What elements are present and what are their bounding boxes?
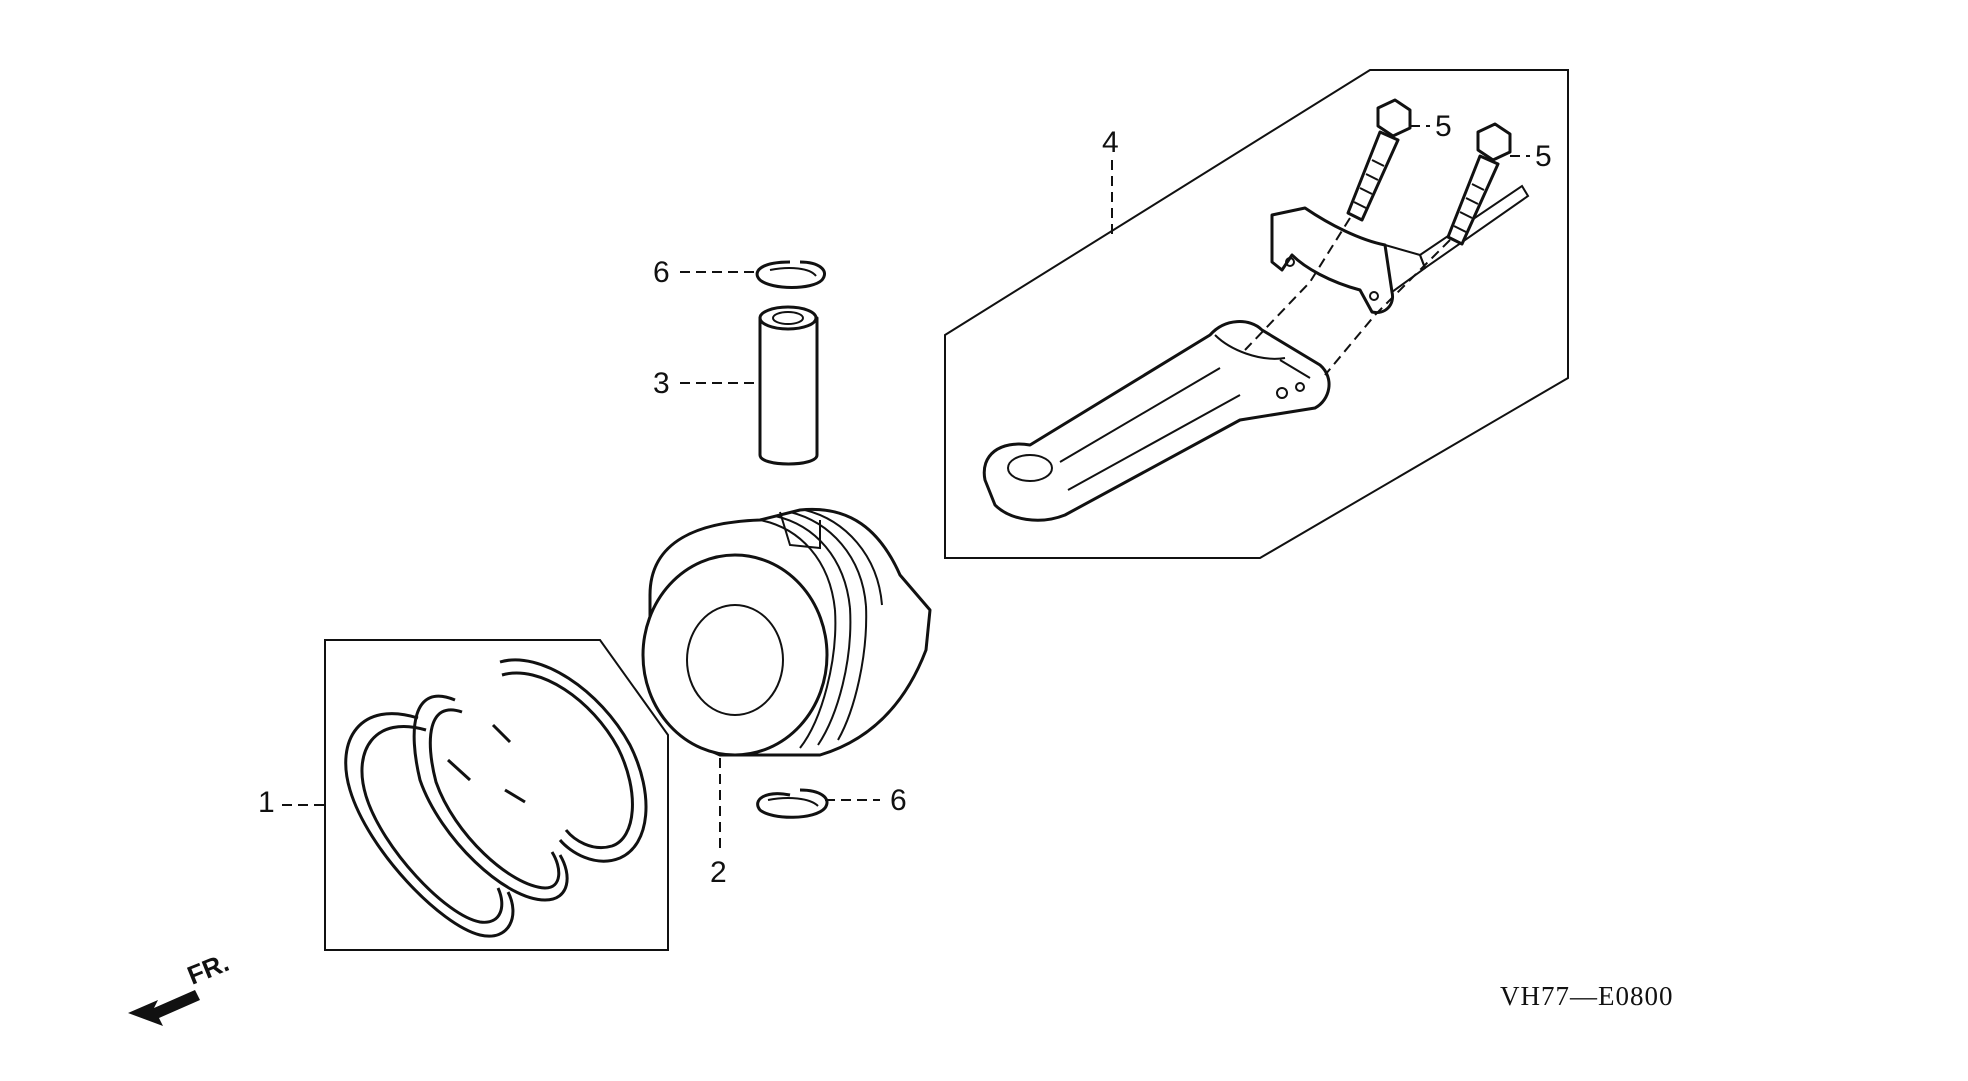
piston-ring-second[interactable] [412,694,569,902]
piston[interactable] [641,507,932,757]
callout-3: 3 [653,367,670,400]
diagram-code: VH77—E0800 [1500,981,1674,1011]
callout-2: 2 [710,856,727,889]
rod-bolt-hole [1276,387,1288,399]
piston-ring-top[interactable] [344,712,515,938]
piston-ring-set[interactable] [324,639,669,951]
front-label: FR. [183,947,233,991]
piston-pin-clip-top[interactable] [755,260,826,289]
connecting-rod[interactable] [982,320,1331,522]
cap-edge [1384,244,1427,293]
callout-leaders [282,125,1530,848]
rod-web-line [1059,367,1221,463]
bolt-alignment-left [1244,217,1351,351]
callout-5-left: 5 [1435,110,1452,143]
connecting-rod-assembly[interactable] [944,69,1569,559]
rod-bolt-hole-2 [1295,382,1305,392]
cap-hole-2 [1369,291,1379,301]
piston-ring-kit-frame [324,639,669,951]
callout-6-bottom: 6 [890,784,907,817]
callout-5-right: 5 [1535,140,1552,173]
piston-pin[interactable] [758,305,819,466]
cap-bolt-right[interactable] [1446,122,1512,246]
callout-1: 1 [258,786,275,819]
cap-hole [1285,257,1295,267]
small-end-bore [1007,454,1053,482]
piston-ring-oil[interactable] [491,658,648,863]
bolt-alignment-right [1324,239,1451,376]
rod-big-end [1214,334,1311,379]
piston-pin-clip-bottom[interactable] [756,788,829,819]
front-direction-indicator: FR. [128,947,233,1026]
callout-4: 4 [1102,126,1119,159]
cap-bolt-left[interactable] [1346,98,1412,222]
connecting-rod-kit-frame [944,69,1569,559]
connecting-rod-cap[interactable] [1270,206,1395,315]
rod-web-line-2 [1067,394,1241,491]
callout-6-top: 6 [653,256,670,289]
front-arrow-icon [128,990,200,1026]
